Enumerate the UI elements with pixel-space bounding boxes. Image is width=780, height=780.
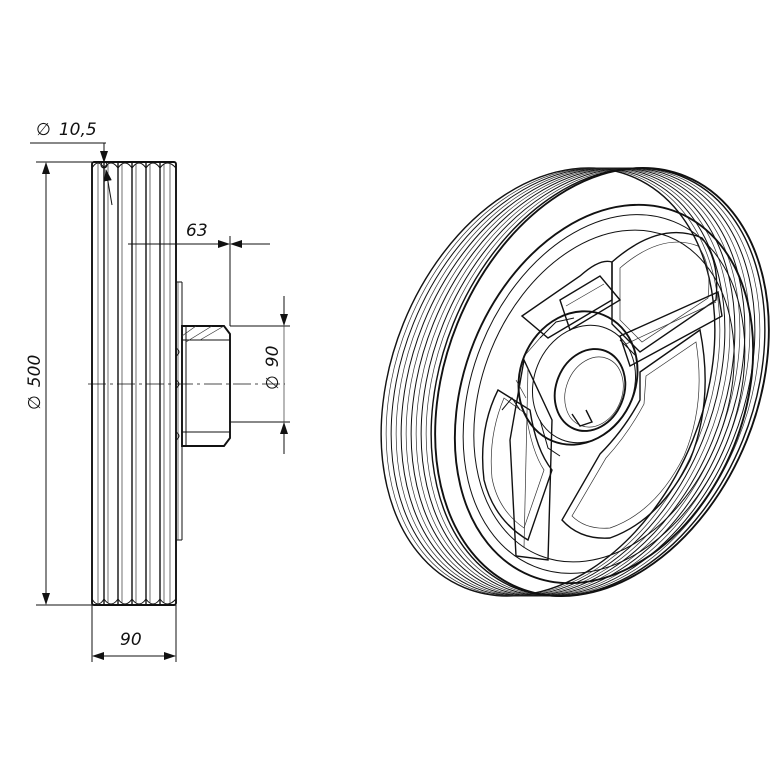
hole-diameter-value: 10,5 bbox=[59, 120, 97, 140]
dim-width: 90 bbox=[91, 605, 177, 662]
dim-bore-diameter: ∅ 90 bbox=[230, 296, 290, 454]
iso-hub bbox=[501, 310, 639, 457]
spokes bbox=[509, 275, 723, 561]
svg-text:∅10,5: ∅ 10,5 bbox=[36, 120, 97, 140]
outer-diameter-value: 500 bbox=[25, 355, 45, 387]
spoke-windows bbox=[481, 231, 718, 542]
diameter-symbol: ∅ bbox=[25, 395, 45, 410]
svg-text:∅500: ∅ 500 bbox=[25, 355, 45, 410]
bore-diameter-value: 90 bbox=[263, 346, 283, 368]
dim-outer-diameter: ∅ 500 bbox=[25, 161, 92, 606]
svg-text:∅90: ∅ 90 bbox=[263, 346, 283, 390]
dim-hub-offset: 63 bbox=[128, 221, 270, 326]
pulley-grooves bbox=[91, 161, 177, 606]
front-face bbox=[453, 203, 755, 585]
diameter-symbol: ∅ bbox=[36, 120, 51, 140]
pulley-hub bbox=[175, 325, 231, 447]
dim-hole-diameter: ∅ 10,5 bbox=[30, 120, 113, 206]
rim-ribs bbox=[380, 167, 770, 597]
side-view: ∅ 10,5 ∅ 500 63 ∅ 90 bbox=[25, 120, 290, 662]
hub-offset-value: 63 bbox=[186, 221, 208, 241]
width-value: 90 bbox=[120, 630, 142, 650]
diameter-symbol: ∅ bbox=[263, 375, 283, 390]
isometric-view bbox=[380, 167, 770, 597]
